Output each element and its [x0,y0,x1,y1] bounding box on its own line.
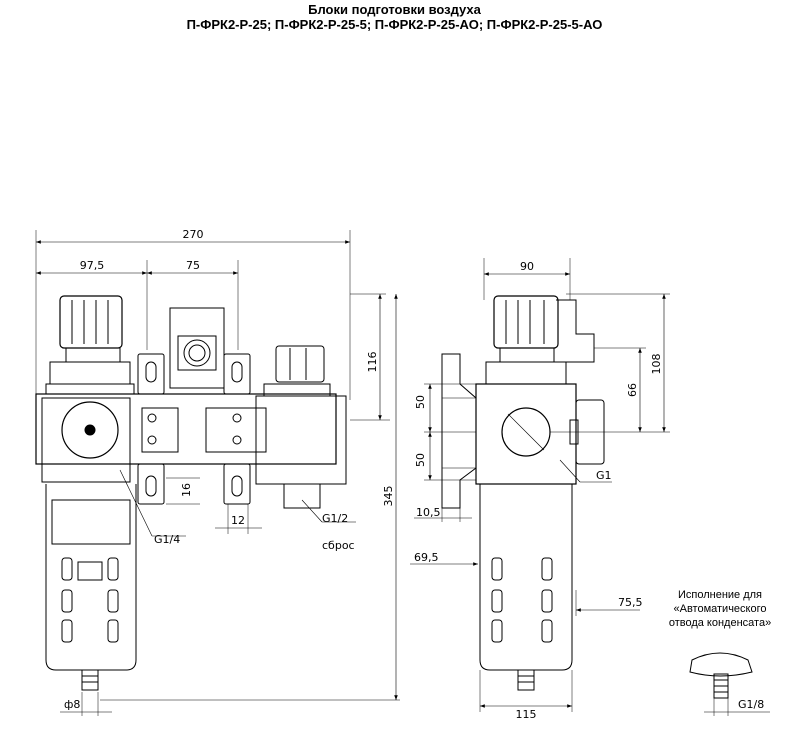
thread-main-label: G1 [596,469,612,482]
dim-50-bottom: 50 [414,453,427,467]
dim-69-5: 69,5 [414,551,439,564]
dim-height-upper: 116 [366,352,379,373]
exhaust-label: сброс [322,539,355,552]
auto-drain-note-line2: «Автоматического [673,603,767,615]
dim-drain: ф8 [64,698,80,711]
dim-12: 12 [231,514,245,527]
auto-drain-note-line3: отвода конденсата» [668,617,772,629]
thread-exhaust-label: G1/2 [322,512,348,525]
dim-10-5: 10,5 [416,506,441,519]
dim-115: 115 [516,708,537,721]
dim-left: 97,5 [80,259,105,272]
front-view [35,230,400,716]
dim-height-total: 345 [382,486,395,507]
dim-16: 16 [180,483,193,497]
dim-side-width: 90 [520,260,534,273]
dim-66: 66 [626,383,639,397]
auto-drain-note-line1: Исполнение для [677,589,763,601]
dim-108: 108 [650,354,663,375]
auto-drain-detail [689,652,770,716]
title-line-1: Блоки подготовки воздуха [308,2,481,17]
dim-mid: 75 [186,259,200,272]
dim-50-top: 50 [414,395,427,409]
side-view [410,258,670,712]
title-line-2: П-ФРК2-Р-25; П-ФРК2-Р-25-5; П-ФРК2-Р-25-… [186,17,603,32]
auto-drain-note: Исполнение для «Автоматического отвода к… [650,588,789,630]
auto-drain-thread: G1/8 [738,698,764,711]
dim-total-width: 270 [183,228,204,241]
thread-port-label: G1/4 [154,533,180,546]
dim-75-5: 75,5 [618,596,643,609]
